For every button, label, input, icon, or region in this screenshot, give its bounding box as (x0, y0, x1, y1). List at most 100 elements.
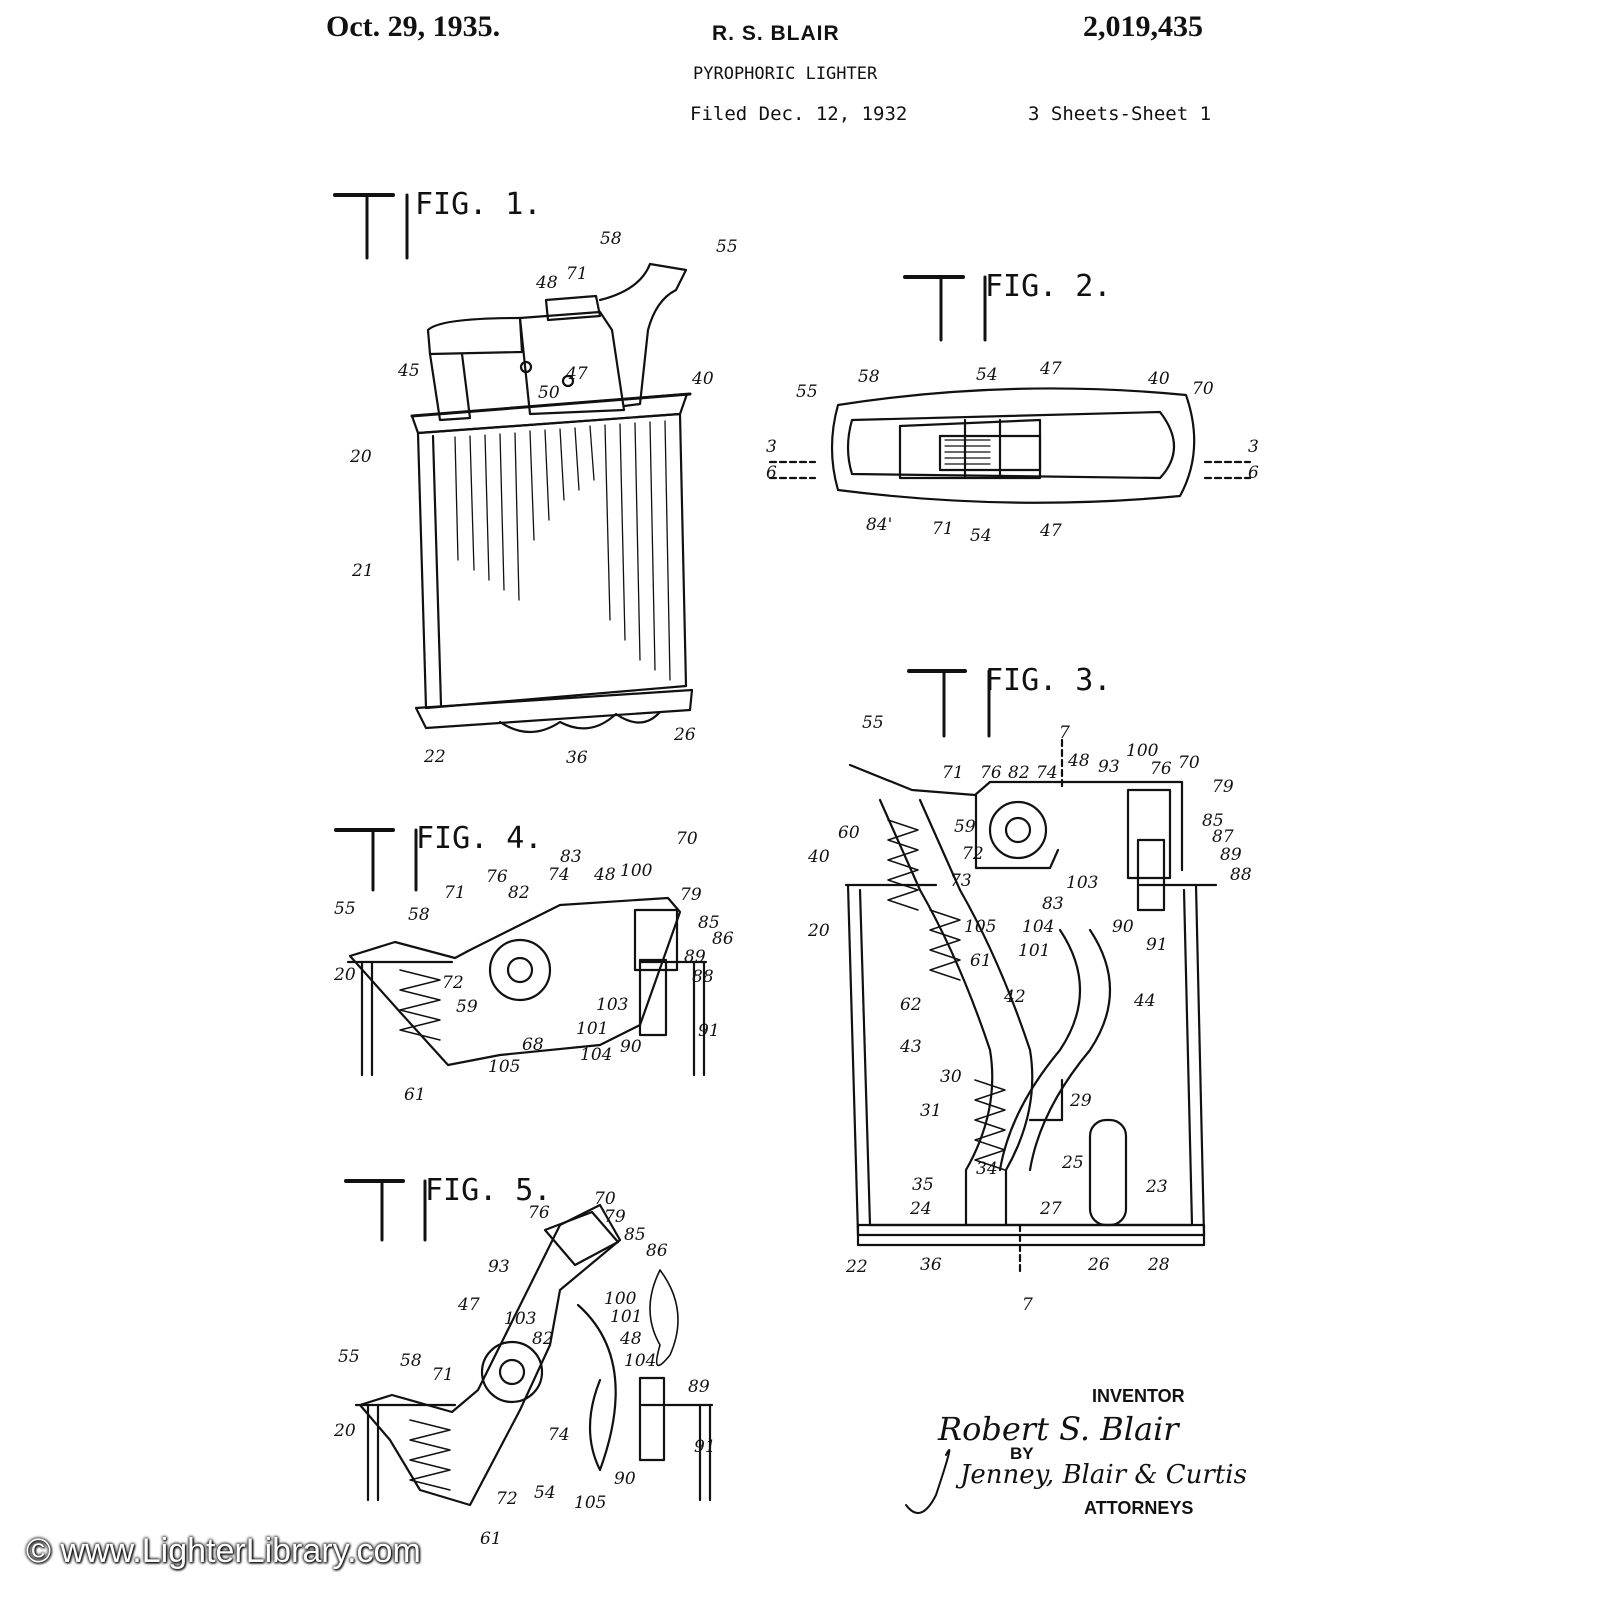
fig3-ref-numeral: 88 (1230, 865, 1252, 885)
patent-title: PYROPHORIC LIGHTER (693, 64, 878, 84)
fig3-ref-numeral: 72 (962, 844, 984, 864)
fig3-ref-numeral: 76 (980, 763, 1002, 783)
fig3-ref-numeral: 20 (807, 921, 830, 941)
fig3-ref-numeral: 34 (976, 1159, 998, 1179)
fig3-ref-numeral: 28 (1147, 1255, 1170, 1275)
fig5-ref-numeral: 48 (619, 1329, 642, 1349)
fig2-ref-numeral: 54 (970, 526, 992, 546)
fig3-ref-numeral: 26 (1087, 1255, 1110, 1275)
fig1-ref-numeral: 47 (565, 364, 588, 384)
fig4-ref-numeral: 68 (522, 1035, 544, 1055)
fig3-ref-numeral: 29 (1069, 1091, 1092, 1111)
fig3-ref-numeral: 87 (1212, 827, 1234, 847)
patent-number: 2,019,435 (1083, 10, 1203, 43)
fig4-ref-numeral: 20 (333, 965, 356, 985)
fig5-ref-numeral: 47 (457, 1295, 480, 1315)
fig3-ref-numeral: 48 (1067, 751, 1090, 771)
fig1-ref-numeral: 45 (397, 361, 420, 381)
fig5-ref-numeral: 105 (574, 1493, 606, 1513)
fig3-drawing (844, 669, 1218, 1277)
fig3-ref-numeral: 36 (920, 1255, 942, 1275)
fig4-ref-numeral: 61 (404, 1085, 426, 1105)
fig1-ref-numeral: 36 (566, 748, 588, 768)
fig3-ref-numeral: 7 (1059, 723, 1070, 743)
fig2-ref-numeral: 3 (766, 437, 777, 457)
fig4-ref-numeral: 76 (486, 867, 508, 887)
fig4-ref-numeral: 100 (620, 861, 653, 881)
fig3-ref-numeral: 91 (1146, 935, 1168, 955)
fig3-ref-numeral: 7 (1022, 1295, 1033, 1315)
fig4-ref-numeral: 55 (334, 899, 356, 919)
fig2-ref-numeral: 6 (766, 463, 777, 483)
fig1-ref-numeral: 55 (716, 237, 738, 257)
fig4-ref-numeral: 71 (444, 883, 466, 903)
fig5-ref-numeral: 89 (688, 1377, 710, 1397)
patent-date: Oct. 29, 1935. (326, 10, 501, 43)
fig4-drawing (334, 828, 708, 1077)
fig5-ref-numeral: 91 (694, 1437, 716, 1457)
fig3-ref-numeral: 44 (1133, 991, 1156, 1011)
fig3-ref-numeral: 74 (1036, 763, 1058, 783)
fig3-ref-numeral: 105 (964, 917, 996, 937)
fig4-ref-numeral: 59 (456, 997, 478, 1017)
fig2-title: FIG. 2. (985, 269, 1111, 304)
fig3-ref-numeral: 104 (1022, 917, 1054, 937)
fig3-ref-numeral: 89 (1220, 845, 1242, 865)
fig3-ref-numeral: 79 (1212, 777, 1234, 797)
fig1-ref-numeral: 50 (538, 383, 560, 403)
fig3-ref-numeral: 62 (900, 995, 922, 1015)
fig3-ref-numeral: 25 (1061, 1153, 1084, 1173)
fig3-ref-numeral: 100 (1126, 741, 1159, 761)
fig4-ref-numeral: 74 (548, 865, 570, 885)
fig5-ref-numeral: 55 (338, 1347, 360, 1367)
fig2-ref-numeral: 6 (1248, 463, 1259, 483)
fig3-title: FIG. 3. (985, 663, 1111, 698)
fig4-ref-numeral: 103 (596, 995, 628, 1015)
fig4-ref-numeral: 101 (576, 1019, 608, 1039)
fig5-ref-numeral: 71 (432, 1365, 454, 1385)
fig5-ref-numeral: 20 (333, 1421, 356, 1441)
fig3-ref-numeral: 90 (1112, 917, 1134, 937)
fig3-ref-numeral: 60 (838, 823, 860, 843)
fig2-ref-numeral: 70 (1192, 379, 1214, 399)
fig2-ref-numeral: 54 (976, 365, 998, 385)
fig5-ref-numeral: 85 (624, 1225, 646, 1245)
fig3-ref-numeral: 30 (940, 1067, 962, 1087)
fig3-ref-numeral: 55 (862, 713, 884, 733)
fig1-title: FIG. 1. (415, 187, 541, 222)
fig5-ref-numeral: 76 (528, 1203, 550, 1223)
fig4-ref-numeral: 91 (698, 1021, 720, 1041)
fig5-ref-numeral: 104 (624, 1351, 656, 1371)
fig5-ref-numeral: 70 (594, 1189, 616, 1209)
fig2-ref-numeral: 47 (1039, 521, 1062, 541)
signature-flourish (905, 1449, 951, 1514)
fig4-ref-numeral: 89 (684, 947, 706, 967)
fig4-ref-numeral: 90 (620, 1037, 642, 1057)
fig1-ref-numeral: 26 (673, 725, 696, 745)
fig3-ref-numeral: 73 (950, 871, 972, 891)
fig3-ref-numeral: 43 (899, 1037, 922, 1057)
fig3-ref-numeral: 61 (970, 951, 992, 971)
fig4-ref-numeral: 104 (580, 1045, 612, 1065)
fig2-ref-numeral: 71 (932, 519, 954, 539)
fig5-ref-numeral: 100 (604, 1289, 637, 1309)
fig2-ref-numeral: 47 (1039, 359, 1062, 379)
fig5-ref-numeral: 79 (604, 1207, 626, 1227)
fig3-ref-numeral: 93 (1098, 757, 1120, 777)
fig4-ref-numeral: 88 (692, 967, 714, 987)
fig1-ref-numeral: 40 (691, 369, 714, 389)
fig1-drawing (333, 193, 694, 733)
fig5-drawing (344, 1179, 714, 1507)
fig3-ref-numeral: 76 (1150, 759, 1172, 779)
filed-date: Filed Dec. 12, 1932 (690, 103, 908, 125)
fig3-ref-numeral: 31 (920, 1101, 942, 1121)
fig3-ref-numeral: 103 (1066, 873, 1098, 893)
fig1-ref-numeral: 22 (423, 747, 446, 767)
fig1-ref-numeral: 71 (566, 264, 588, 284)
fig2-ref-numeral: 40 (1147, 369, 1170, 389)
fig2-ref-numeral: 55 (796, 382, 818, 402)
fig3-ref-numeral: 24 (909, 1199, 932, 1219)
inventor-signature: Robert S. Blair (938, 1410, 1179, 1448)
inventor-heading: INVENTOR (1092, 1386, 1185, 1406)
